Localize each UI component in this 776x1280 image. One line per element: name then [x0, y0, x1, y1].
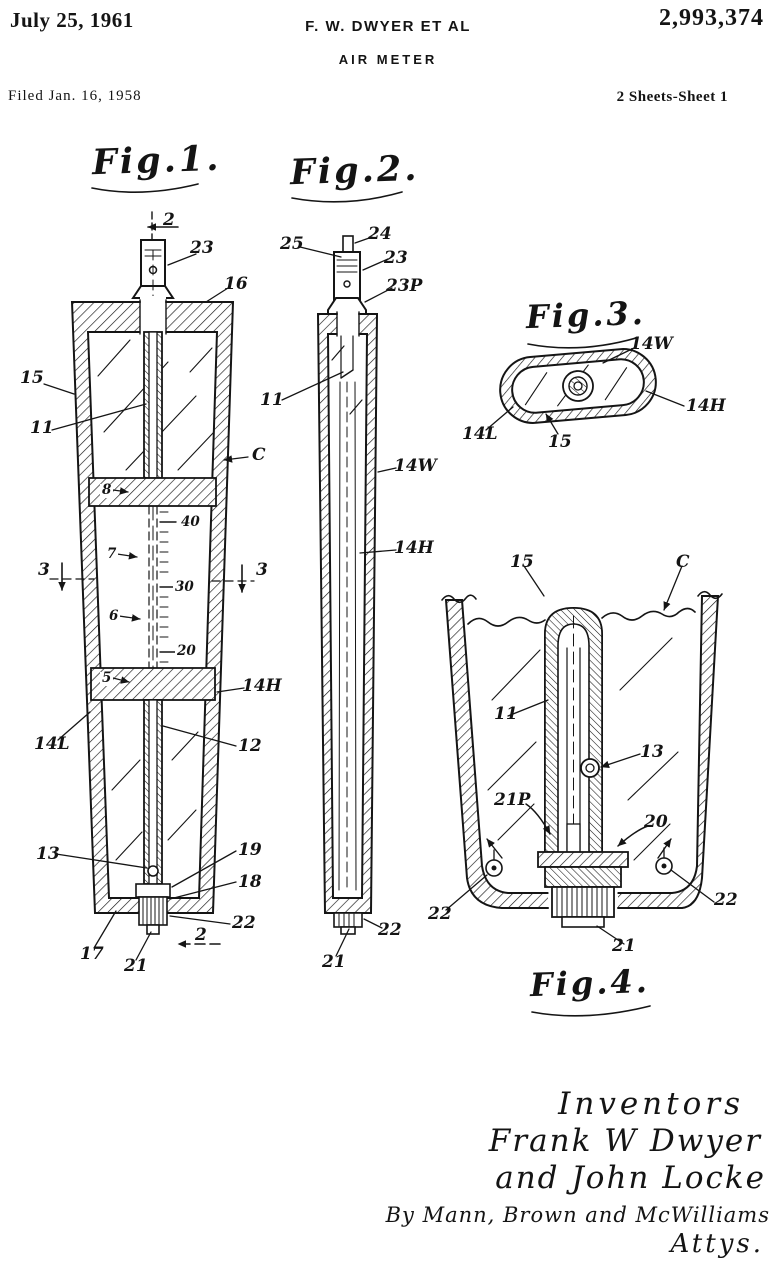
- fig2-label: Fig.2.: [289, 147, 421, 194]
- fig1-ref-13: 13: [36, 844, 60, 864]
- fig1-ref-11: 11: [30, 418, 54, 438]
- fig3-drawing: [485, 337, 685, 435]
- fig2-inner-lines: [331, 335, 363, 891]
- fig1-scale-30: 30: [173, 579, 196, 595]
- patent-date: July 25, 1961: [10, 8, 134, 32]
- patent-authors: F. W. DWYER ET AL: [305, 18, 471, 35]
- fig4-ref-21: 21: [612, 936, 636, 956]
- fig4-label-underline: [531, 1005, 651, 1017]
- attys-label: Attys.: [670, 1229, 764, 1259]
- fig4-broken-edges: [441, 590, 723, 627]
- fig1-ref-8: 8: [100, 482, 114, 498]
- fig2-top-fitting: [327, 235, 367, 316]
- fig2-ref-21: 21: [322, 952, 346, 972]
- fig1-ref-section3-left: 3: [38, 560, 50, 580]
- fig2-ref-23P: 23P: [386, 276, 423, 296]
- fig4-ref-C: C: [676, 552, 690, 572]
- fig4-ref-20: 20: [644, 812, 668, 832]
- fig1-label-underline: [91, 183, 199, 193]
- fig1-leaders: [43, 253, 249, 961]
- attorneys-signature: By Mann, Brown and McWilliams: [385, 1203, 770, 1227]
- fig1-ref-section2-bottom: 2: [195, 925, 207, 945]
- fig2-ref-24: 24: [368, 224, 392, 244]
- fig1-label: Fig.1.: [91, 137, 223, 184]
- fig4-inner-tube: [544, 606, 603, 885]
- fig4-ref-15: 15: [510, 552, 534, 572]
- fig1-drawing: [43, 183, 255, 961]
- fig1-ref-section2-top: 2: [163, 210, 175, 230]
- fig1-ref-C: C: [252, 445, 266, 465]
- fig1-section3: [49, 562, 255, 593]
- fig3-ref-14H: 14H: [686, 396, 726, 416]
- fig1-ref-14L: 14L: [34, 734, 70, 754]
- fig1-ref-7: 7: [105, 546, 119, 562]
- fig1-ref-17: 17: [80, 944, 104, 964]
- fig4-glass-shine: [487, 637, 679, 861]
- fig2-ref-11: 11: [260, 390, 284, 410]
- fig4-bottom-fitting: [537, 851, 629, 928]
- fig4-ref-22-left: 22: [428, 904, 452, 924]
- signature-block: Inventors Frank W Dwyer and John Locke B…: [340, 1086, 770, 1259]
- fig1-ref-21: 21: [124, 956, 148, 976]
- fig1-scale-40: 40: [179, 514, 202, 530]
- fig1-ref-19: 19: [238, 840, 262, 860]
- fig2-ref-22: 22: [378, 920, 402, 940]
- fig1-ref-5: 5: [100, 670, 114, 686]
- fig4-leaders: [445, 565, 715, 945]
- fig2-ref-14H: 14H: [394, 538, 434, 558]
- fig4-label: Fig.4.: [529, 961, 651, 1005]
- fig1-ref-6: 6: [107, 608, 121, 624]
- fig1-inner-tube: [143, 331, 163, 479]
- fig2-ref-23: 23: [384, 248, 408, 268]
- fig2-drawing: [281, 191, 403, 957]
- fig4-ball-hole: [580, 758, 600, 778]
- fig1-ref-15: 15: [20, 368, 44, 388]
- fig3-ref-14L: 14L: [462, 424, 498, 444]
- fig4-ref-22-right: 22: [714, 890, 738, 910]
- fig4-ref-11: 11: [494, 704, 518, 724]
- fig4-drawing: [441, 565, 723, 1017]
- fig2-leaders: [281, 236, 397, 957]
- sheet-line: 2 Sheets-Sheet 1: [616, 89, 728, 105]
- inventor-name-1: Frank W Dwyer: [488, 1123, 762, 1159]
- fig3-label-underline: [527, 337, 637, 349]
- patent-number: 2,993,374: [659, 5, 764, 31]
- fig1-ball-13: [147, 865, 159, 877]
- fig1-ref-section3-right: 3: [256, 560, 268, 580]
- fig3-ref-15: 15: [548, 432, 572, 452]
- fig4-cup-wall: [444, 595, 720, 909]
- fig3-section: [499, 348, 657, 424]
- inventors-heading: Inventors: [558, 1086, 744, 1122]
- fig1-ref-16: 16: [224, 274, 248, 294]
- fig3-leaders: [485, 347, 685, 435]
- fig1-ref-22: 22: [232, 913, 256, 933]
- fig2-ref-14W: 14W: [394, 456, 437, 476]
- fig2-ref-25: 25: [280, 234, 304, 254]
- fig1-ref-18: 18: [238, 872, 262, 892]
- fig2-label-underline: [291, 191, 403, 203]
- inventor-name-2: and John Locke: [495, 1160, 766, 1196]
- fig1-lower-tube: [143, 699, 163, 885]
- fig4-side-valves: [485, 838, 673, 877]
- fig4-ref-21P: 21P: [494, 790, 531, 810]
- patent-title: AIR METER: [338, 52, 438, 67]
- filed-line: Filed Jan. 16, 1958: [8, 88, 142, 104]
- fig1-bottom-valve: [135, 883, 171, 935]
- fig1-ref-23: 23: [190, 238, 214, 258]
- fig1-scale-20: 20: [175, 643, 198, 659]
- fig1-ref-12: 12: [238, 736, 262, 756]
- fig3-ref-14W: 14W: [630, 334, 673, 354]
- fig3-label: Fig.3.: [525, 293, 647, 337]
- fig1-ref-14H: 14H: [242, 676, 282, 696]
- fig4-ref-13: 13: [640, 742, 664, 762]
